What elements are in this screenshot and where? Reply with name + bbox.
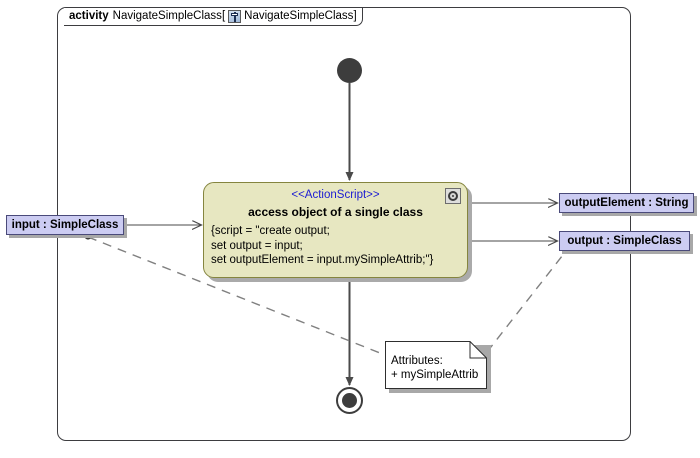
activity-final-node[interactable] — [336, 387, 363, 414]
frame-bracket-close: ] — [353, 9, 357, 22]
note-shape — [385, 341, 487, 389]
note-line: + mySimpleAttrib — [391, 369, 479, 382]
dependency-note-to-output — [486, 250, 567, 353]
action-script-body: {script = "create output; set output = i… — [211, 224, 467, 268]
diagram-frame-title: activity NavigateSimpleClass [ NavigateS… — [64, 8, 363, 26]
initial-node[interactable] — [337, 58, 362, 83]
action-script-line: set outputElement = input.mySimpleAttrib… — [211, 254, 434, 267]
note[interactable]: Attributes: + mySimpleAttrib — [385, 341, 487, 389]
action-node[interactable]: <<ActionScript>> access object of a sing… — [203, 182, 468, 278]
behavior-script-icon — [445, 188, 461, 204]
note-text: Attributes: + mySimpleAttrib — [391, 354, 478, 383]
action-script-line: {script = "create output; — [211, 224, 330, 237]
pin-output[interactable]: output : SimpleClass — [559, 231, 690, 251]
frame-reference: NavigateSimpleClass — [244, 9, 354, 22]
note-line: Attributes: — [391, 355, 443, 367]
pin-input[interactable]: input : SimpleClass — [6, 215, 124, 235]
dependency-input-to-note — [87, 236, 386, 356]
pin-output-label: output : SimpleClass — [567, 235, 682, 247]
frame-keyword: activity — [69, 9, 109, 22]
pin-output-element-label: outputElement : String — [564, 197, 689, 209]
action-name: access object of a single class — [248, 204, 423, 219]
frame-name: NavigateSimpleClass — [112, 9, 222, 22]
pin-output-element[interactable]: outputElement : String — [559, 193, 694, 213]
action-script-line: set output = input; — [211, 239, 303, 252]
activity-diagram-icon — [228, 10, 242, 23]
pin-input-label: input : SimpleClass — [11, 219, 119, 231]
action-stereotype: <<ActionScript>> — [291, 189, 380, 201]
frame-bracket-open: [ — [221, 9, 226, 22]
